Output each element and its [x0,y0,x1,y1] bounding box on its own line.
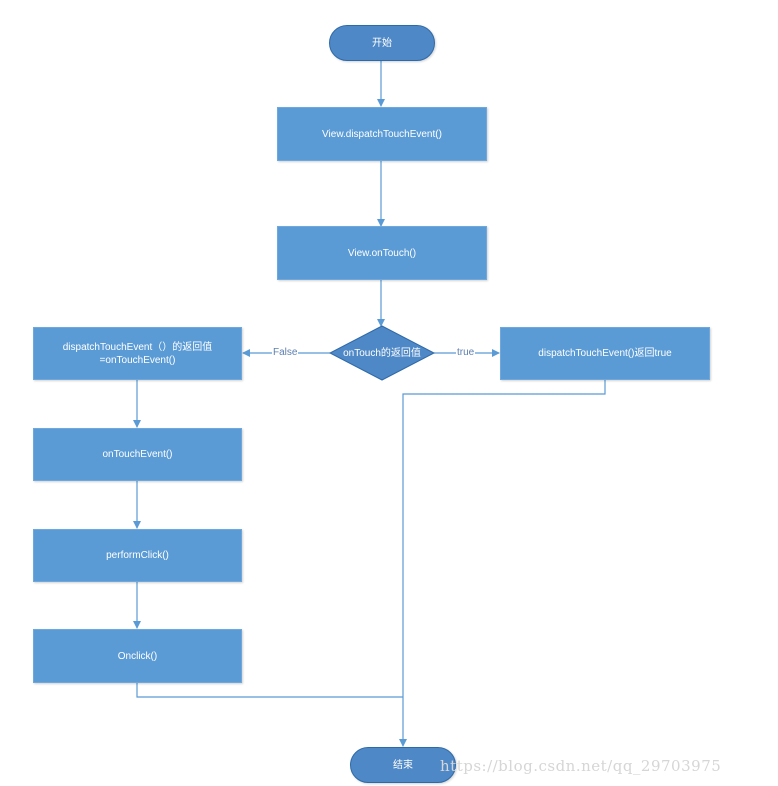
return-ontouchevent-line2: =onTouchEvent() [99,354,176,366]
performclick-box: performClick() [33,529,242,582]
decision-label: onTouch的返回值 [330,336,434,370]
view-dispatch-touch-event-label: View.dispatchTouchEvent() [322,128,442,140]
start-label: 开始 [372,37,392,49]
start-terminal: 开始 [329,25,435,61]
return-true-box: dispatchTouchEvent()返回true [500,327,710,380]
decision-diamond [328,325,436,381]
end-label: 结束 [393,759,413,771]
decision-text: onTouch的返回值 [343,347,421,359]
return-ontouchevent-box: dispatchTouchEvent（）的返回值 =onTouchEvent() [33,327,242,380]
watermark-url: https://blog.csdn.net/qq_29703975 [440,757,722,775]
onclick-box: Onclick() [33,629,242,683]
ontouchevent-box: onTouchEvent() [33,428,242,481]
return-ontouchevent-line1: dispatchTouchEvent（）的返回值 [62,341,213,353]
false-edge-label: False [272,347,299,358]
performclick-label: performClick() [106,550,169,561]
ontouchevent-label: onTouchEvent() [102,449,173,460]
view-dispatch-touch-event-box: View.dispatchTouchEvent() [277,107,487,161]
view-ontouch-box: View.onTouch() [277,226,487,280]
arrow-true-to-end [399,380,606,747]
true-edge-label: true [456,347,476,358]
end-terminal: 结束 [350,747,456,783]
view-ontouch-label: View.onTouch() [347,247,417,259]
onclick-label: Onclick() [117,650,158,662]
return-true-label: dispatchTouchEvent()返回true [538,348,672,359]
arrow-onclick-to-end [136,683,403,698]
